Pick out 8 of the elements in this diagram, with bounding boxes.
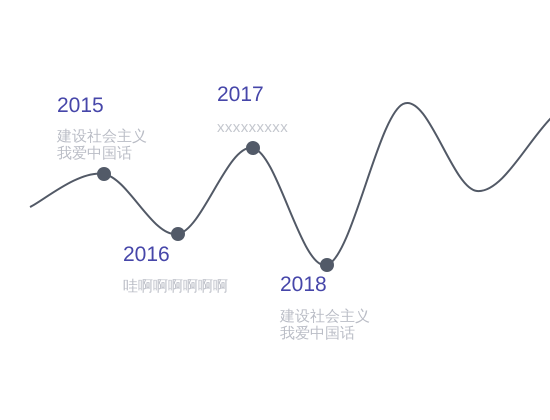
year-label: 2015	[57, 95, 104, 116]
description-text: 哇啊啊啊啊啊啊	[123, 278, 228, 295]
description-text: 建设社会主义我爱中国话	[280, 308, 371, 342]
year-label: 2016	[123, 244, 170, 265]
placeholder-text: xxxxxxxxx	[217, 119, 288, 136]
description-text: 建设社会主义我爱中国话	[57, 128, 148, 162]
year-label: 2017	[217, 84, 264, 105]
year-label: 2018	[280, 274, 327, 295]
